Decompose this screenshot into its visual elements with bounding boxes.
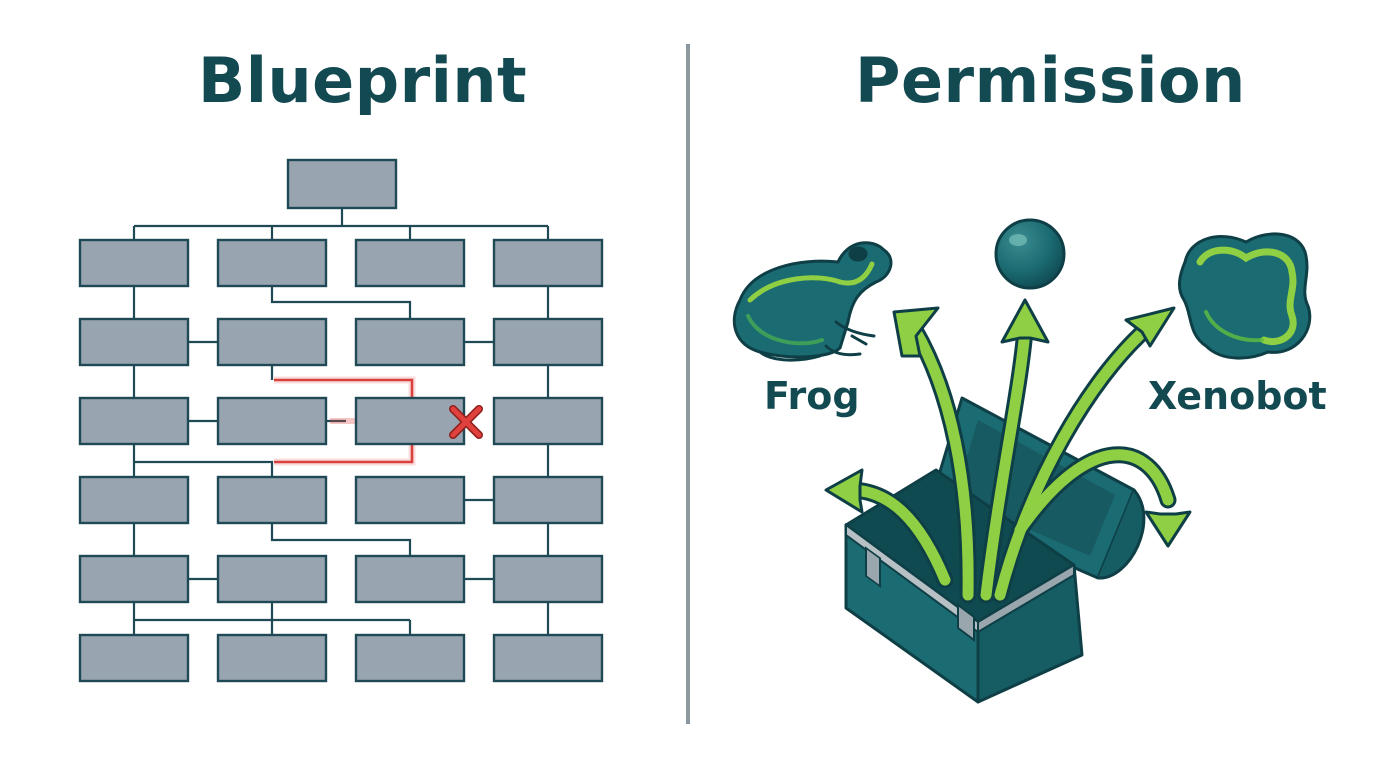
- blueprint-box: [78, 475, 190, 525]
- blueprint-box: [492, 396, 604, 446]
- blueprint-box: [216, 238, 328, 288]
- blueprint-box: [354, 633, 466, 683]
- blueprint-box: [354, 238, 466, 288]
- blueprint-connectors: [132, 208, 550, 635]
- blueprint-box: [354, 475, 466, 525]
- blueprint-box: [492, 317, 604, 367]
- blueprint-title: Blueprint: [198, 44, 528, 117]
- sphere-icon: [994, 218, 1066, 290]
- x-mark-icon: [449, 405, 483, 439]
- panel-divider: [686, 44, 690, 724]
- blueprint-box: [354, 554, 466, 604]
- blueprint-box: [216, 317, 328, 367]
- growth-arrows: [841, 321, 1177, 604]
- frog-icon: [732, 241, 893, 362]
- blueprint-box: [78, 317, 190, 367]
- arrowheads: [824, 298, 1192, 548]
- blueprint-box: [354, 317, 466, 367]
- blueprint-box: [492, 475, 604, 525]
- blueprint-box: [492, 633, 604, 683]
- permission-title: Permission: [855, 44, 1246, 117]
- blueprint-box: [78, 396, 190, 446]
- blueprint-box: [216, 554, 328, 604]
- blueprint-box: [78, 554, 190, 604]
- blueprint-box: [492, 554, 604, 604]
- xenobot-icon: [1177, 232, 1312, 360]
- root-box: [286, 158, 398, 210]
- blueprint-box: [492, 238, 604, 288]
- blueprint-box: [216, 396, 328, 446]
- blueprint-box: [354, 396, 466, 446]
- blueprint-box: [78, 238, 190, 288]
- blueprint-box: [216, 475, 328, 525]
- xenobot-label: Xenobot: [1148, 374, 1327, 418]
- blueprint-boxes: [78, 158, 604, 683]
- blueprint-box: [216, 633, 328, 683]
- frog-label: Frog: [764, 374, 860, 418]
- blueprint-box: [78, 633, 190, 683]
- toolbox: [844, 523, 1084, 704]
